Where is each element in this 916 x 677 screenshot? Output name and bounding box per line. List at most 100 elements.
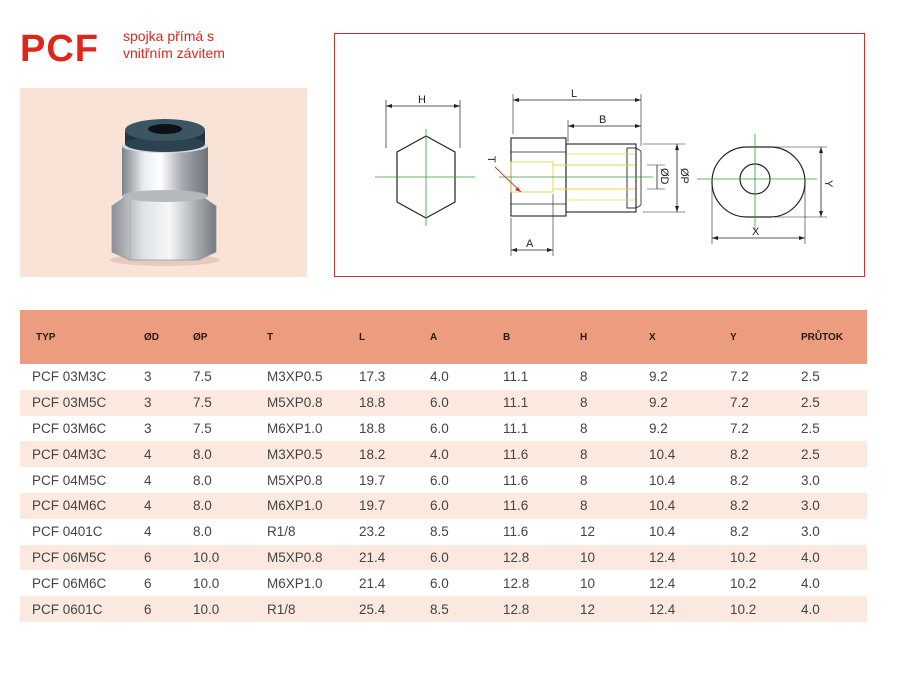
cell-od: 6 <box>144 570 193 597</box>
dim-label-x: X <box>752 226 760 238</box>
cell-h: 8 <box>580 389 649 416</box>
cell-l: 21.4 <box>359 544 430 571</box>
cell-od: 3 <box>144 389 193 416</box>
cell-prutok: 3.0 <box>801 467 867 493</box>
cell-y: 8.2 <box>730 492 801 519</box>
cell-od: 3 <box>144 415 193 442</box>
cell-op: 7.5 <box>193 389 267 416</box>
cell-od: 4 <box>144 467 193 493</box>
cell-t: M6XP1.0 <box>267 415 359 442</box>
cell-y: 7.2 <box>730 364 801 390</box>
col-header-typ: TYP <box>20 310 144 364</box>
table-row: PCF 06M6C 6 10.0 M6XP1.0 21.4 6.0 12.8 1… <box>20 570 867 597</box>
fitting-image <box>110 119 220 266</box>
cell-b: 11.6 <box>503 467 580 493</box>
cell-h: 10 <box>580 544 649 571</box>
cell-y: 8.2 <box>730 467 801 493</box>
cell-od: 4 <box>144 518 193 545</box>
col-header-x: X <box>649 310 730 364</box>
col-header-t: T <box>267 310 359 364</box>
cell-l: 25.4 <box>359 596 430 622</box>
cell-op: 7.5 <box>193 364 267 390</box>
description-line-1: spojka přímá s <box>123 28 215 44</box>
cell-a: 8.5 <box>430 596 503 622</box>
cell-h: 8 <box>580 415 649 442</box>
cell-x: 12.4 <box>649 544 730 571</box>
cell-od: 4 <box>144 492 193 519</box>
table-row: PCF 04M3C 4 8.0 M3XP0.5 18.2 4.0 11.6 8 … <box>20 441 867 468</box>
table-row: PCF 03M6C 3 7.5 M6XP1.0 18.8 6.0 11.1 8 … <box>20 415 867 442</box>
dim-label-h: H <box>418 94 426 106</box>
cell-y: 10.2 <box>730 596 801 622</box>
cell-x: 10.4 <box>649 492 730 519</box>
cell-typ: PCF 04M3C <box>20 441 144 468</box>
table-row: PCF 04M6C 4 8.0 M6XP1.0 19.7 6.0 11.6 8 … <box>20 492 867 519</box>
cell-t: M3XP0.5 <box>267 364 359 390</box>
cell-prutok: 4.0 <box>801 596 867 622</box>
col-header-l: L <box>359 310 430 364</box>
cell-h: 8 <box>580 441 649 468</box>
cell-typ: PCF 0601C <box>20 596 144 622</box>
cell-op: 8.0 <box>193 467 267 493</box>
cell-l: 23.2 <box>359 518 430 545</box>
cell-t: M5XP0.8 <box>267 389 359 416</box>
cell-prutok: 3.0 <box>801 492 867 519</box>
cell-x: 9.2 <box>649 389 730 416</box>
cell-l: 17.3 <box>359 364 430 390</box>
cell-y: 7.2 <box>730 389 801 416</box>
cell-a: 6.0 <box>430 492 503 519</box>
cell-l: 19.7 <box>359 467 430 493</box>
cell-prutok: 4.0 <box>801 570 867 597</box>
cell-b: 11.6 <box>503 441 580 468</box>
dim-label-p: ØP <box>678 168 690 184</box>
table-row: PCF 04M5C 4 8.0 M5XP0.8 19.7 6.0 11.6 8 … <box>20 467 867 493</box>
dim-label-t: T <box>485 156 497 163</box>
cell-b: 11.6 <box>503 518 580 545</box>
cell-b: 11.1 <box>503 415 580 442</box>
cell-b: 11.6 <box>503 492 580 519</box>
cell-y: 10.2 <box>730 544 801 571</box>
cell-op: 8.0 <box>193 518 267 545</box>
cell-typ: PCF 03M6C <box>20 415 144 442</box>
cell-x: 9.2 <box>649 364 730 390</box>
cell-a: 4.0 <box>430 441 503 468</box>
cell-y: 8.2 <box>730 441 801 468</box>
specification-table: TYP ØD ØP T L A B H X Y PRŮTOK PCF 03M3C… <box>20 310 867 622</box>
col-header-prutok: PRŮTOK <box>801 310 867 364</box>
cell-y: 8.2 <box>730 518 801 545</box>
cell-typ: PCF 04M6C <box>20 492 144 519</box>
dim-label-b: B <box>599 114 606 126</box>
cell-od: 4 <box>144 441 193 468</box>
cell-y: 7.2 <box>730 415 801 442</box>
cell-typ: PCF 06M6C <box>20 570 144 597</box>
cell-prutok: 2.5 <box>801 389 867 416</box>
col-header-y: Y <box>730 310 801 364</box>
product-photo <box>20 88 307 277</box>
table-row: PCF 0601C 6 10.0 R1/8 25.4 8.5 12.8 12 1… <box>20 596 867 622</box>
cell-op: 8.0 <box>193 492 267 519</box>
cell-t: M6XP1.0 <box>267 492 359 519</box>
cell-a: 4.0 <box>430 364 503 390</box>
cell-typ: PCF 06M5C <box>20 544 144 571</box>
cell-t: M6XP1.0 <box>267 570 359 597</box>
cell-prutok: 3.0 <box>801 518 867 545</box>
cell-a: 6.0 <box>430 415 503 442</box>
col-header-op: ØP <box>193 310 267 364</box>
cell-h: 8 <box>580 492 649 519</box>
cell-typ: PCF 03M5C <box>20 389 144 416</box>
cell-a: 8.5 <box>430 518 503 545</box>
table-row: PCF 03M5C 3 7.5 M5XP0.8 18.8 6.0 11.1 8 … <box>20 389 867 416</box>
cell-t: M3XP0.5 <box>267 441 359 468</box>
cell-b: 11.1 <box>503 389 580 416</box>
cell-x: 9.2 <box>649 415 730 442</box>
table-row: PCF 0401C 4 8.0 R1/8 23.2 8.5 11.6 12 10… <box>20 518 867 545</box>
cell-a: 6.0 <box>430 389 503 416</box>
cell-a: 6.0 <box>430 467 503 493</box>
cell-a: 6.0 <box>430 570 503 597</box>
dim-label-d: ØD <box>658 168 670 185</box>
cell-h: 10 <box>580 570 649 597</box>
cell-l: 18.2 <box>359 441 430 468</box>
cell-op: 8.0 <box>193 441 267 468</box>
cell-l: 18.8 <box>359 389 430 416</box>
cell-l: 18.8 <box>359 415 430 442</box>
